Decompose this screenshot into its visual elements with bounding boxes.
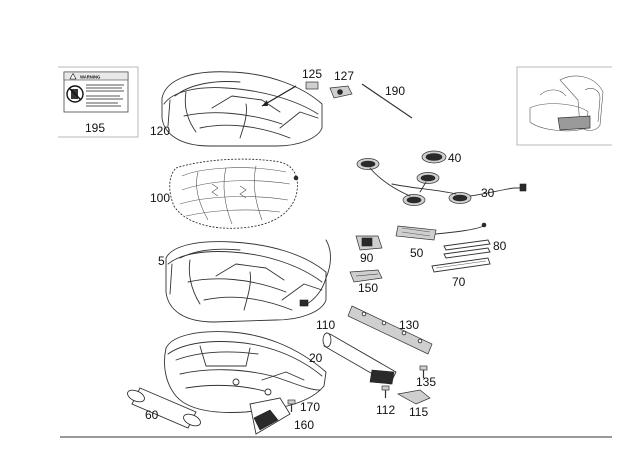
part-60-foam-roll: 60: [127, 387, 201, 429]
part-label-60: 60: [145, 408, 159, 422]
part-label-70: 70: [452, 275, 466, 289]
part-5-seat-cushion: 5: [158, 239, 331, 323]
warning-text-lines: [86, 84, 124, 107]
part-125-clip: 125: [302, 67, 322, 90]
part-70-sensor-strip: 70: [431, 257, 491, 289]
seat-reference-panel: [516, 66, 612, 146]
part-label-40: 40: [448, 151, 462, 165]
part-label-127: 127: [334, 69, 354, 83]
part-120-cushion-cover: 120: [150, 71, 323, 147]
part-label-30: 30: [481, 186, 495, 200]
part-label-170: 170: [300, 400, 320, 414]
part-112-screw: 112: [376, 385, 395, 417]
part-label-20: 20: [309, 351, 323, 365]
part-20-seat-shell: 20: [164, 331, 327, 413]
part-50-sensor: 50: [395, 222, 487, 260]
part-label-120: 120: [150, 124, 170, 138]
part-40-fan: 40: [421, 150, 462, 165]
part-170-screw: 170: [287, 399, 320, 414]
part-label-90: 90: [360, 251, 374, 265]
part-label-190: 190: [385, 84, 405, 98]
part-label-110: 110: [316, 318, 335, 332]
part-100-heating-mat: 100: [150, 158, 299, 229]
part-label-160: 160: [294, 418, 314, 432]
seat-reference-icon: [529, 75, 604, 132]
part-label-130: 130: [399, 318, 419, 332]
warning-triangle-icon: [69, 72, 77, 80]
part-90-module: 90: [355, 235, 383, 265]
part-80-sensor-mat: 80: [443, 239, 507, 259]
part-127-bracket: 127: [329, 69, 354, 99]
part-label-125: 125: [302, 67, 322, 81]
no-child-seat-icon: [66, 85, 84, 103]
warning-label-panel: WARNING 195: [58, 66, 139, 138]
part-130-seat-rail: 130: [347, 305, 433, 355]
part-label-135: 135: [416, 375, 436, 389]
part-label-150: 150: [358, 281, 378, 295]
part-135-screw: 135: [416, 365, 436, 389]
part-115-cover-cap: 115: [396, 389, 431, 419]
part-label-115: 115: [409, 405, 428, 419]
part-110-tube: 110: [316, 318, 397, 385]
warning-heading: WARNING: [80, 75, 100, 80]
part-label-112: 112: [376, 403, 395, 417]
part-label-80: 80: [493, 239, 507, 253]
part-190-rod: 190: [361, 83, 413, 119]
part-label-100: 100: [150, 191, 170, 205]
part-label-5: 5: [158, 254, 165, 268]
part-label-195: 195: [85, 121, 105, 135]
part-150-bracket: 150: [349, 269, 383, 295]
part-label-50: 50: [410, 246, 424, 260]
part-30-fan-harness: 30: [356, 158, 527, 206]
part-160-trim-cover: 160: [249, 397, 314, 435]
